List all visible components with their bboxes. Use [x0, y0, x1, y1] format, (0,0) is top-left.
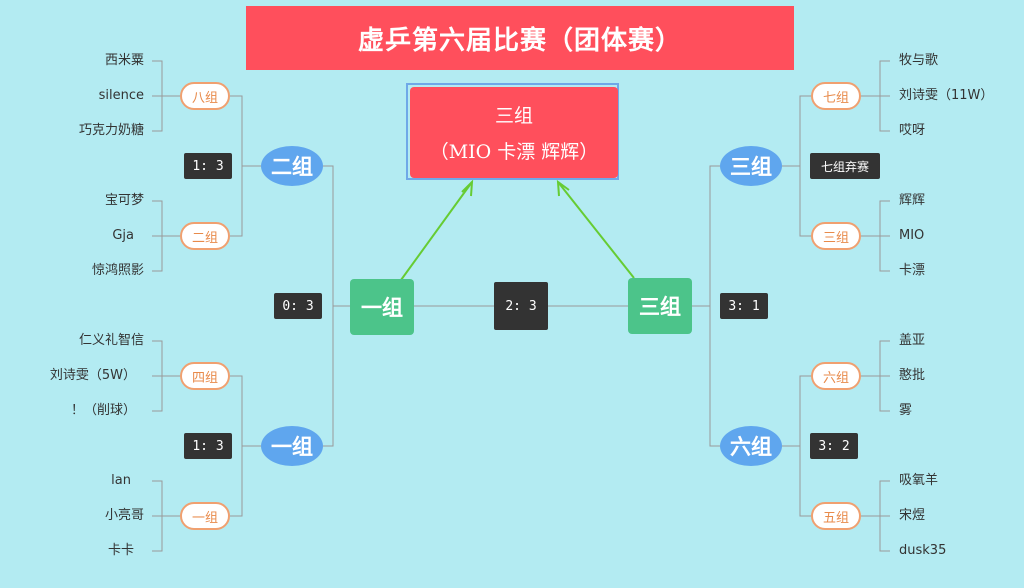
- player-name: 巧克力奶糖: [78, 123, 144, 138]
- player-name: 憨批: [899, 368, 926, 383]
- final-score: 2: 3: [494, 282, 548, 330]
- player-name: 仁义礼智信: [78, 333, 144, 348]
- player-name: MIO: [899, 228, 925, 243]
- player-name: 辉辉: [899, 193, 926, 208]
- right-bottom-winner: 六组: [720, 426, 782, 466]
- player-name: 小亮哥: [104, 508, 144, 523]
- player-name: silence: [98, 88, 144, 103]
- player-name: dusk35: [899, 543, 947, 558]
- group-pill: 二组: [180, 222, 230, 250]
- player-name: 宋煜: [899, 508, 926, 523]
- champion-frame: [406, 83, 619, 180]
- right-top-winner: 三组: [720, 146, 782, 186]
- arrow-right: [557, 181, 635, 279]
- player-name: 西米粟: [104, 53, 144, 68]
- right-semi-score: 3: 1: [720, 293, 768, 319]
- champion-label: 三组: [494, 105, 533, 127]
- player-name: 宝可梦: [104, 193, 144, 208]
- final-right-team: 三组: [628, 278, 692, 334]
- left-bottom-score: 1: 3: [184, 433, 232, 459]
- winner-arrows: [400, 179, 635, 281]
- final-left-team: 一组: [350, 279, 414, 335]
- left-top-winner: 二组: [261, 146, 323, 186]
- right-top-score: 七组弃赛: [810, 153, 880, 179]
- player-name: 雾: [899, 403, 913, 418]
- player-name: 惊鸿照影: [91, 263, 144, 278]
- player-name: lan: [111, 473, 131, 488]
- group-pill: 七组: [811, 82, 861, 110]
- player-name: 吸氧羊: [899, 473, 939, 488]
- player-name: Gja: [112, 228, 134, 243]
- group-pill: 一组: [180, 502, 230, 530]
- player-name: ！（削球）: [70, 403, 136, 418]
- player-name: 刘诗雯（11W）: [899, 88, 994, 103]
- group-pill: 六组: [811, 362, 861, 390]
- right-bottom-score: 3: 2: [810, 433, 858, 459]
- player-name: 卡漂: [899, 263, 926, 278]
- player-name: 刘诗雯（5W）: [49, 368, 136, 383]
- left-top-score: 1: 3: [184, 153, 232, 179]
- group-pill: 四组: [180, 362, 230, 390]
- group-pill: 三组: [811, 222, 861, 250]
- page-title: 虚乒第六届比赛（团体赛）: [246, 6, 794, 70]
- player-name: 哎呀: [899, 123, 926, 138]
- champion-box: 三组 （MIO 卡漂 辉辉）: [410, 87, 618, 178]
- left-bottom-winner: 一组: [261, 426, 323, 466]
- player-name: 盖亚: [899, 333, 926, 348]
- arrow-left: [400, 181, 473, 281]
- group-pill: 五组: [811, 502, 861, 530]
- left-semi-score: 0: 3: [274, 293, 322, 319]
- player-name: 卡卡: [107, 543, 134, 558]
- group-pill: 八组: [180, 82, 230, 110]
- player-name: 牧与歌: [899, 53, 939, 68]
- champion-members: （MIO 卡漂 辉辉）: [429, 141, 599, 163]
